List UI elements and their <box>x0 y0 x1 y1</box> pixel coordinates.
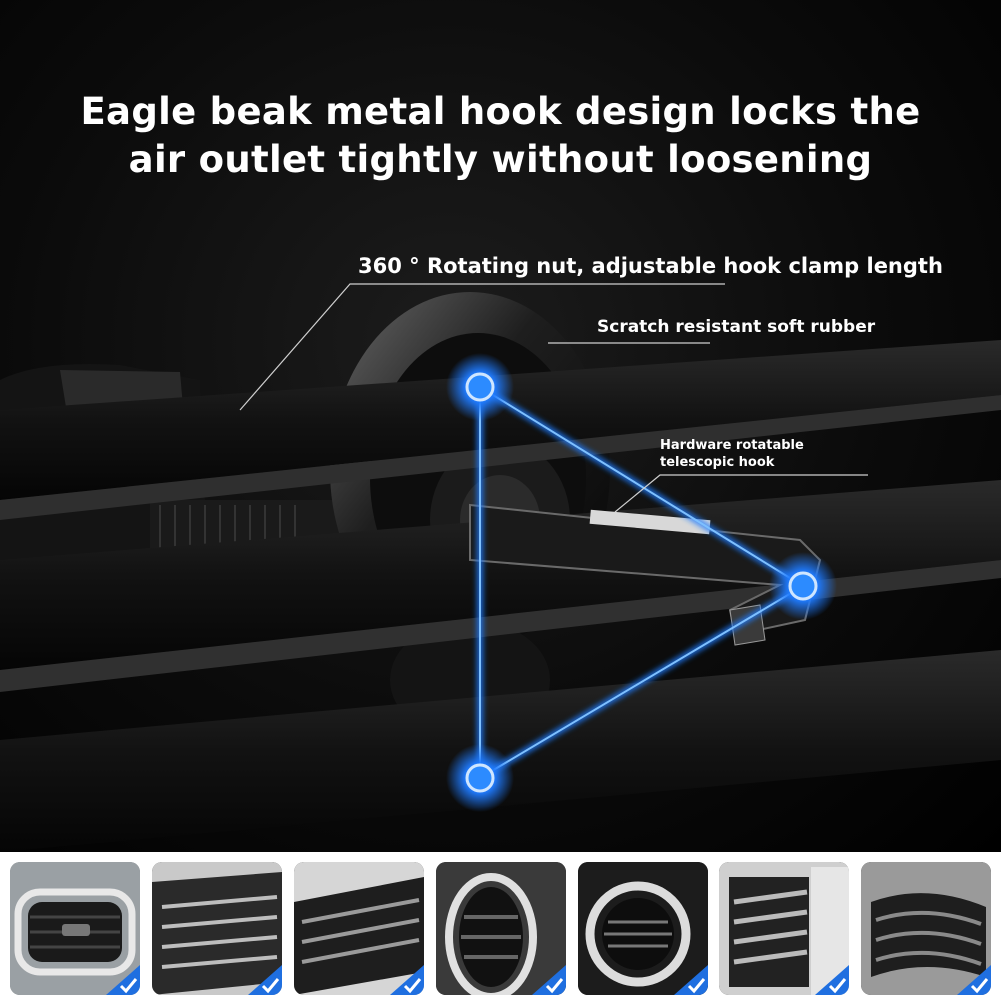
check-badge-icon <box>815 965 849 995</box>
vent-thumbnail-oval-chrome <box>436 862 566 995</box>
vent-thumbnail-round-chrome <box>578 862 708 995</box>
headline-line-1: Eagle beak metal hook design locks the <box>80 90 921 133</box>
vent-clip-illustration <box>0 283 1001 852</box>
callout-rubber: Scratch resistant soft rubber <box>597 317 876 337</box>
vent-thumbnail-rectangular <box>10 862 140 995</box>
check-badge-icon <box>248 965 282 995</box>
vent-thumbnail-angled-slats <box>294 862 424 995</box>
callout-hook-line-2: telescopic hook <box>660 455 775 470</box>
check-badge-icon <box>957 965 991 995</box>
compatible-vents-strip <box>0 852 1001 1001</box>
vent-thumbnail-horizontal-slats <box>152 862 282 995</box>
check-badge-icon <box>532 965 566 995</box>
headline-line-2: air outlet tightly without loosening <box>128 138 873 181</box>
vent-thumbnail-vertical-slats <box>719 862 849 995</box>
check-badge-icon <box>106 965 140 995</box>
check-badge-icon <box>674 965 708 995</box>
headline: Eagle beak metal hook design locks the a… <box>0 88 1001 184</box>
product-hero: Eagle beak metal hook design locks the a… <box>0 0 1001 852</box>
callout-telescopic-hook: Hardware rotatable telescopic hook <box>660 437 804 471</box>
vent-thumbnail-curved-slats <box>861 862 991 995</box>
callout-rotating-nut: 360 ° Rotating nut, adjustable hook clam… <box>358 254 943 278</box>
check-badge-icon <box>390 965 424 995</box>
callout-hook-line-1: Hardware rotatable <box>660 438 804 453</box>
